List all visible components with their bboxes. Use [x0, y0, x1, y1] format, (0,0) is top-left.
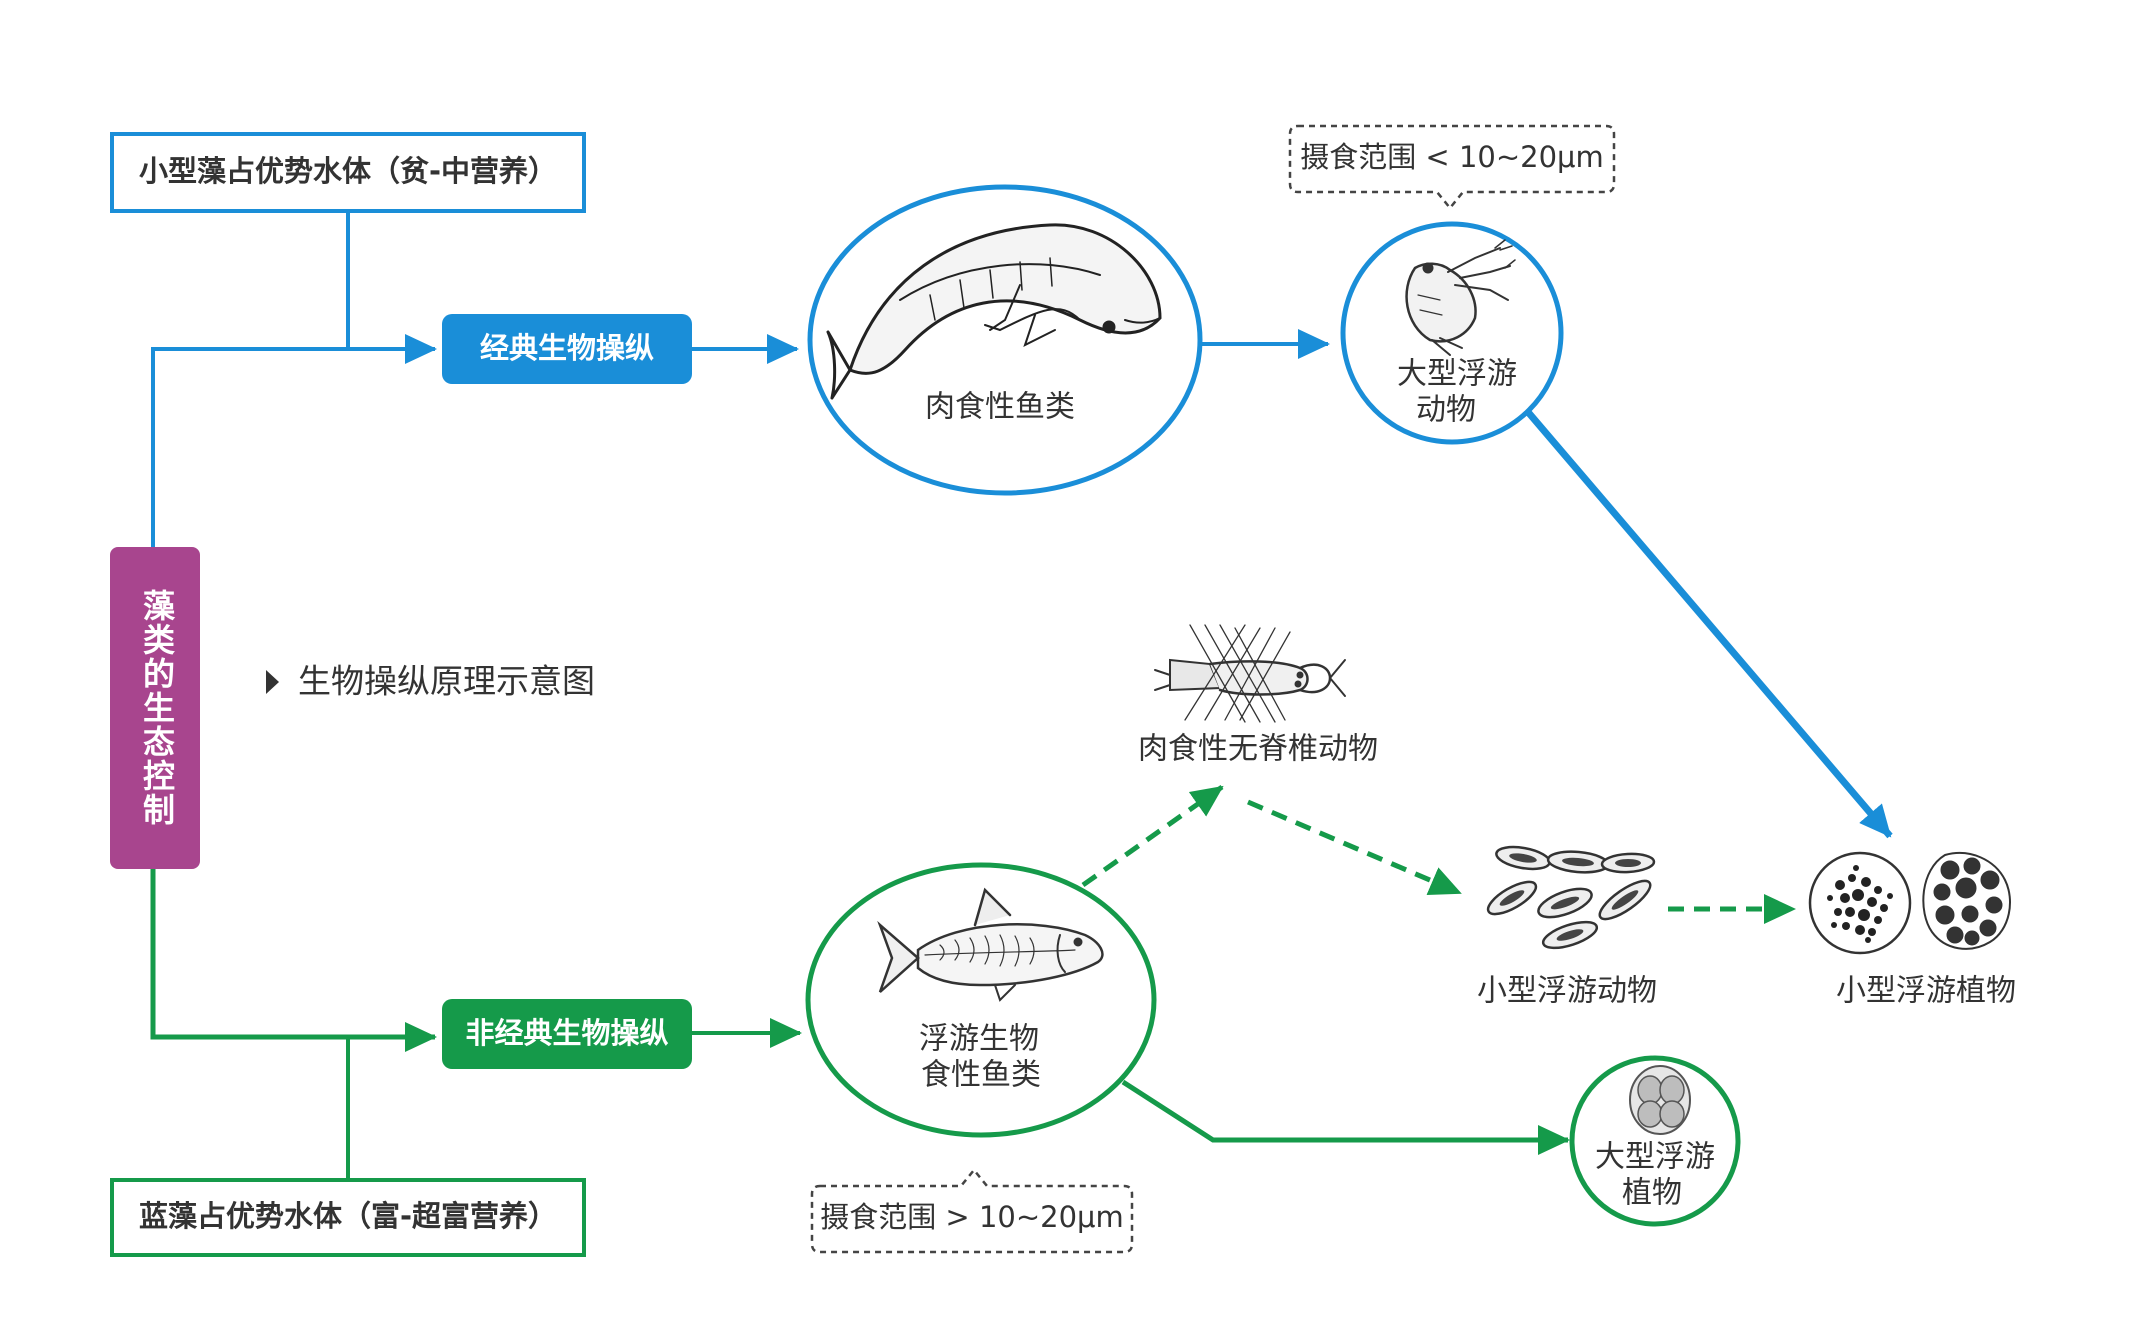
- bottom-callout-text: 摄食范围 > 10~20μm: [820, 1200, 1124, 1234]
- small-zooplankton-label: 小型浮游动物: [1477, 974, 1657, 1009]
- top-callout-text: 摄食范围 < 10~20μm: [1300, 140, 1604, 174]
- play-triangle-icon: [266, 670, 279, 694]
- large-algae-cell-icon: [1629, 1065, 1691, 1135]
- rotifer-group-icon: [1486, 845, 1656, 950]
- nonclassic-branch-connectors: [150, 784, 1796, 1180]
- large-zooplankton-label-line1: 大型浮游: [1397, 357, 1517, 392]
- daphnia-icon: [1405, 239, 1516, 356]
- nonclassic-pill-label: 非经典生物操纵: [465, 1016, 668, 1050]
- node-small-zooplankton: 小型浮游动物: [1477, 845, 1657, 1009]
- node-large-phytoplankton: 大型浮游 植物: [1569, 1055, 1741, 1227]
- colonial-algae-icon: [1808, 851, 2011, 955]
- classic-biomanipulation-pill: 经典生物操纵: [442, 314, 692, 384]
- arrow-fish-to-large-phytoplankton: [1121, 1079, 1570, 1155]
- classic-pill-label: 经典生物操纵: [480, 331, 654, 365]
- classic-branch-connectors: [151, 211, 1893, 839]
- side-bar: 藻类的生态控制: [110, 547, 200, 869]
- arrow-to-classic-pill: [151, 334, 437, 549]
- node-large-zooplankton: 大型浮游 动物: [1340, 221, 1564, 445]
- node-carnivorous-invertebrate: 肉食性无脊椎动物: [1138, 624, 1378, 767]
- arrow-to-nonclassic-pill: [150, 868, 437, 1052]
- top-box-label: 小型藻占优势水体（贫-中营养）: [139, 154, 557, 188]
- bottom-box-label: 蓝藻占优势水体（富-超富营养）: [139, 1199, 557, 1233]
- top-feeding-range-callout: 摄食范围 < 10~20μm: [1288, 124, 1616, 210]
- caption: 生物操纵原理示意图: [266, 662, 595, 701]
- nonclassic-biomanipulation-pill: 非经典生物操纵: [442, 999, 692, 1069]
- node-carnivorous-fish: 肉食性鱼类: [807, 184, 1203, 496]
- bottom-feeding-range-callout: 摄食范围 > 10~20μm: [810, 1168, 1134, 1254]
- large-zooplankton-label-line2: 动物: [1416, 393, 1476, 428]
- planktivorous-fish-label-line1: 浮游生物: [919, 1022, 1039, 1057]
- small-phytoplankton-label: 小型浮游植物: [1836, 974, 2016, 1009]
- arrow-large-zooplankton-to-small-phytoplankton: [1525, 409, 1893, 839]
- side-bar-label: 藻类的生态控制: [138, 589, 176, 827]
- carp-fish-icon: [877, 887, 1104, 1002]
- dashed-arrow-fish-to-invertebrate: [1081, 784, 1224, 888]
- chaoborus-larva-icon: [1154, 624, 1346, 723]
- bottom-water-type-box: 蓝藻占优势水体（富-超富营养）: [110, 1178, 586, 1257]
- dashed-arrow-invertebrate-to-small-zooplankton: [1247, 799, 1462, 896]
- planktivorous-fish-label-line2: 食性鱼类: [921, 1058, 1041, 1093]
- carnivorous-invertebrate-label: 肉食性无脊椎动物: [1138, 732, 1378, 767]
- top-water-type-box: 小型藻占优势水体（贫-中营养）: [110, 132, 586, 213]
- large-phytoplankton-label-line2: 植物: [1622, 1176, 1682, 1211]
- node-planktivorous-fish: 浮游生物 食性鱼类: [805, 862, 1157, 1138]
- carnivorous-fish-label: 肉食性鱼类: [925, 390, 1075, 425]
- caption-text: 生物操纵原理示意图: [298, 662, 595, 701]
- pike-fish-icon: [826, 223, 1162, 400]
- node-small-phytoplankton: 小型浮游植物: [1808, 851, 2016, 1009]
- large-phytoplankton-label-line1: 大型浮游: [1595, 1140, 1715, 1175]
